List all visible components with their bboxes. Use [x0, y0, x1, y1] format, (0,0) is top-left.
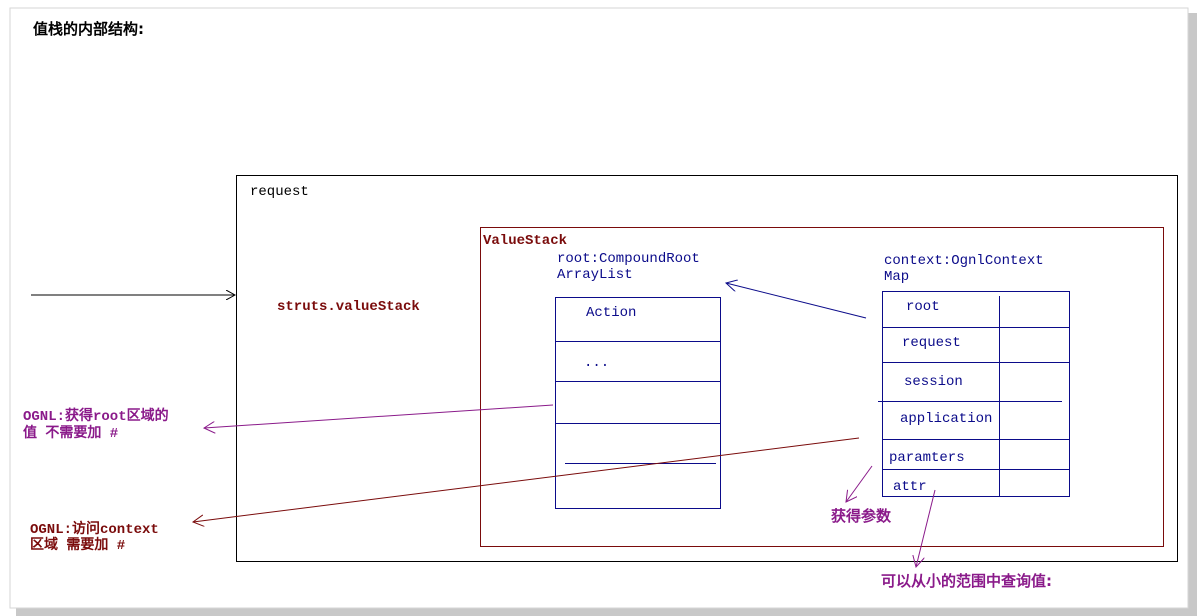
page-title: 值栈的内部结构: [33, 20, 144, 38]
root-label-line1: root:CompoundRoot [557, 251, 700, 267]
root-table [555, 297, 721, 509]
root-row-ellipsis: ... [584, 355, 610, 371]
ognl-root-note-line1: OGNL:获得root区域的 [23, 409, 169, 425]
context-table [882, 291, 1070, 497]
context-row-paramters: paramters [889, 450, 965, 466]
search-order-note: 可以从小的范围中查询值: [881, 572, 1052, 590]
ognl-context-arrow [193, 437, 860, 522]
request-label: request [250, 184, 309, 200]
context-row-root: root [906, 299, 940, 315]
root-label-line2: ArrayList [557, 267, 633, 283]
value-stack-box [480, 227, 1164, 547]
context-label-line1: context:OgnlContext [884, 253, 1044, 269]
request-box [236, 175, 1178, 562]
ognl-context-note-line2: 区域 需要加 # [30, 538, 126, 554]
context-row-application: application [900, 411, 993, 427]
context-to-root-arrow [726, 283, 867, 319]
root-row-action: Action [586, 305, 637, 321]
ognl-root-arrow [204, 404, 554, 428]
value-stack-label: ValueStack [483, 233, 568, 249]
search-order-arrow [916, 489, 936, 567]
context-row-attr: attr [893, 479, 927, 495]
ognl-context-note-line1: OGNL:访问context [30, 522, 159, 538]
struts-value-stack-label: struts.valueStack [277, 299, 420, 315]
get-params-arrow [846, 465, 873, 502]
ognl-root-note-line2: 值 不需要加 # [23, 426, 119, 442]
context-label-line2: Map [884, 269, 910, 285]
context-row-request: request [902, 335, 961, 351]
get-params-note: 获得参数 [831, 507, 892, 525]
context-row-session: session [904, 374, 963, 390]
